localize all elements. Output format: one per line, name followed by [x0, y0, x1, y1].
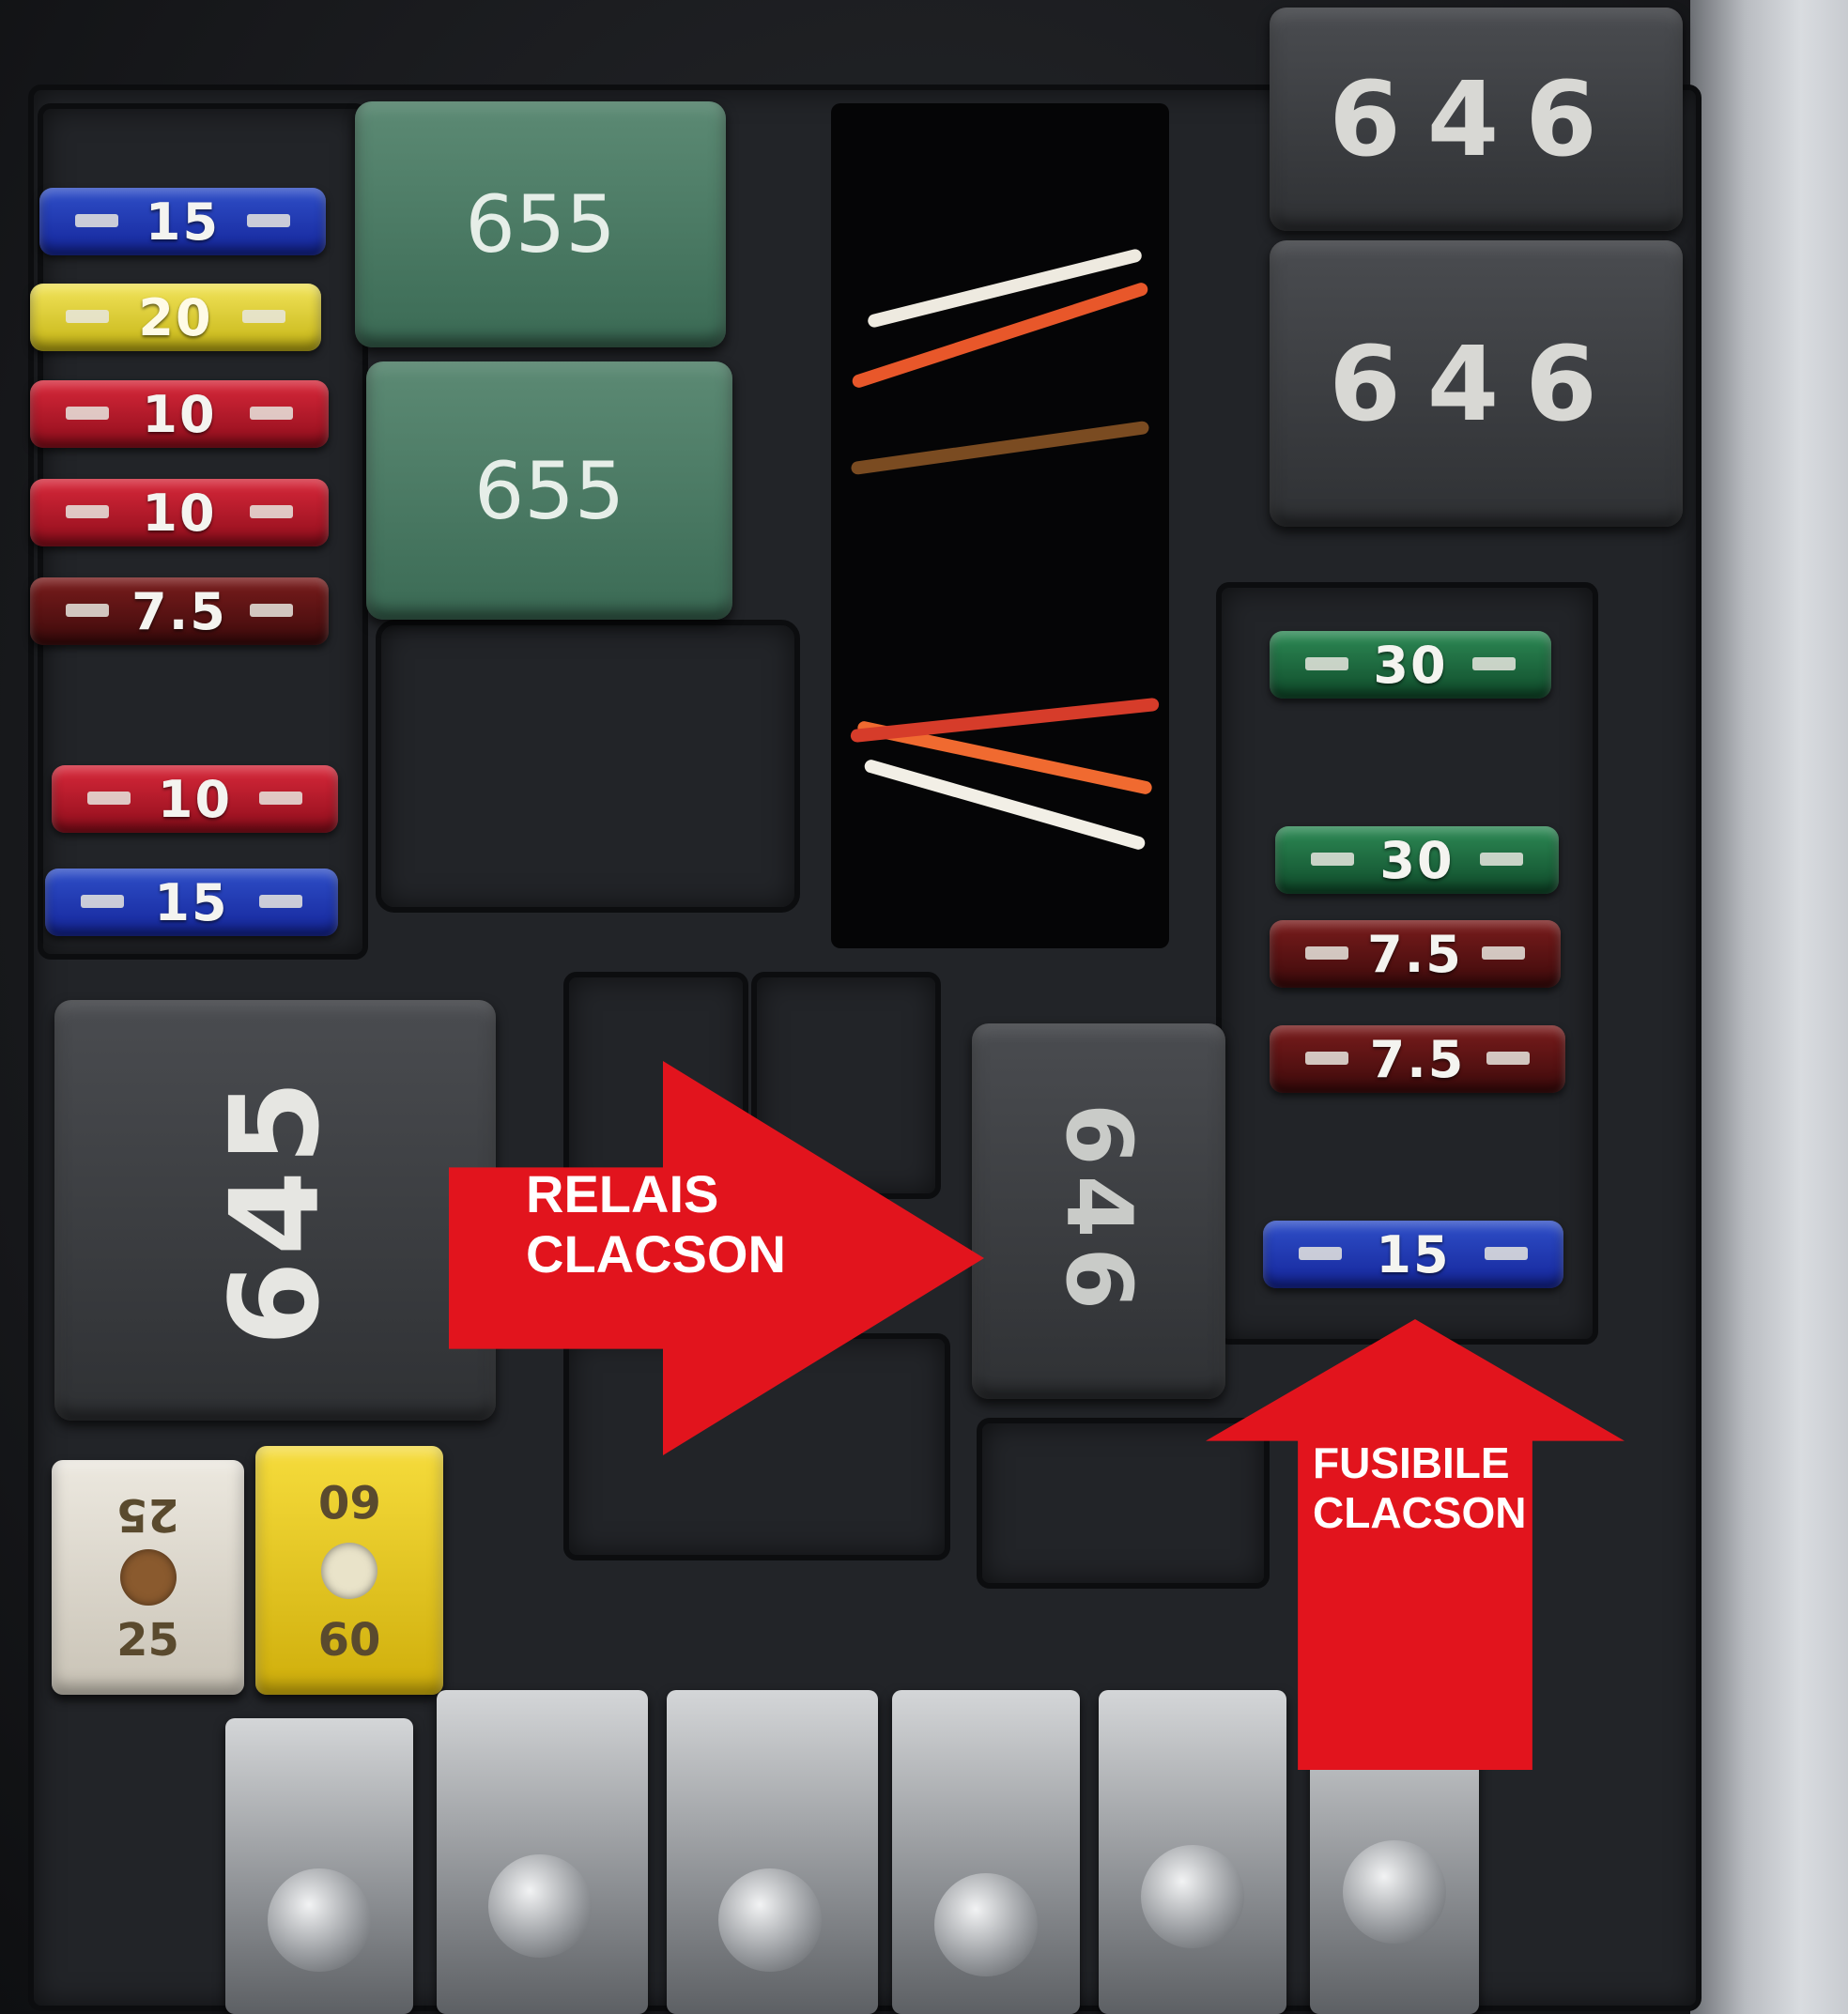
relay-annotation: RELAIS CLACSON	[526, 1164, 786, 1285]
fuse-rating: 7.5	[131, 581, 227, 641]
fuse-annotation: FUSIBILE CLACSON	[1313, 1438, 1526, 1538]
fuse-10-a[interactable]: 10	[30, 380, 329, 448]
fuse-7-5-b[interactable]: 7.5	[1270, 920, 1561, 988]
fuse-10-b[interactable]: 10	[30, 479, 329, 546]
maxi-fuse-rating-bottom: 25	[116, 1614, 179, 1667]
maxi-fuse-60[interactable]: 60 60	[255, 1446, 443, 1695]
relay-646-top[interactable]: 646	[1270, 8, 1683, 231]
nut-5	[1141, 1845, 1244, 1948]
fuse-30-b[interactable]: 30	[1275, 826, 1559, 894]
maxi-fuse-rating-top: 60	[317, 1474, 381, 1527]
relay-annotation-line2: CLACSON	[526, 1224, 786, 1284]
fuse-rating: 7.5	[1367, 924, 1463, 984]
busbar-terminal-2	[437, 1690, 648, 2014]
nut-3	[718, 1868, 822, 1972]
relay-645[interactable]: 645	[54, 1000, 496, 1421]
relay-number: 646	[1329, 323, 1624, 444]
relay-number: 645	[204, 1074, 346, 1346]
car-panel-edge	[1690, 0, 1848, 2014]
fuse-rating: 20	[138, 287, 213, 347]
fuse-7-5-c[interactable]: 7.5	[1270, 1025, 1565, 1093]
relay-annotation-line1: RELAIS	[526, 1164, 719, 1223]
fuse-30-a[interactable]: 30	[1270, 631, 1551, 699]
fuse-10-c[interactable]: 10	[52, 765, 338, 833]
relay-number: 646	[1045, 1102, 1151, 1320]
relay-655-top[interactable]: 655	[355, 101, 726, 347]
fuse-rating: 10	[142, 483, 217, 543]
fuse-rating: 30	[1379, 830, 1455, 890]
relay-655-bottom[interactable]: 655	[366, 361, 732, 620]
relay-number: 655	[473, 444, 625, 537]
fuse-annotation-line2: CLACSON	[1313, 1487, 1527, 1537]
fuse-rating: 15	[145, 192, 221, 252]
nut-4	[934, 1873, 1038, 1976]
nut-6	[1343, 1840, 1446, 1944]
fuse-rating: 15	[1376, 1224, 1451, 1284]
wiring-cavity	[831, 103, 1169, 948]
fuse-rating: 10	[142, 384, 217, 444]
fuse-15-b[interactable]: 15	[45, 869, 338, 936]
relay-number: 646	[1329, 59, 1624, 179]
fuse-15-a[interactable]: 15	[39, 188, 326, 255]
horn-fuse-15[interactable]: 15	[1263, 1221, 1563, 1288]
lower-right-sockets	[977, 1418, 1270, 1589]
fuse-rating: 10	[157, 769, 233, 829]
horn-relay-646[interactable]: 646	[972, 1023, 1225, 1399]
fuse-annotation-line1: FUSIBILE	[1313, 1438, 1510, 1487]
maxi-fuse-25[interactable]: 25 25	[52, 1460, 244, 1695]
maxi-fuse-rating-top: 25	[116, 1488, 179, 1541]
fuse-7-5-a[interactable]: 7.5	[30, 577, 329, 645]
fuse-20[interactable]: 20	[30, 284, 321, 351]
fuse-rating: 15	[154, 872, 229, 932]
relay-socket	[376, 620, 800, 913]
fuse-rating: 30	[1373, 635, 1448, 695]
nut-2	[488, 1854, 592, 1958]
relay-646-bottom[interactable]: 646	[1270, 240, 1683, 527]
fuse-rating: 7.5	[1369, 1029, 1466, 1089]
relay-number: 655	[465, 178, 616, 270]
nut-1	[268, 1868, 371, 1972]
maxi-fuse-rating-bottom: 60	[317, 1614, 381, 1667]
